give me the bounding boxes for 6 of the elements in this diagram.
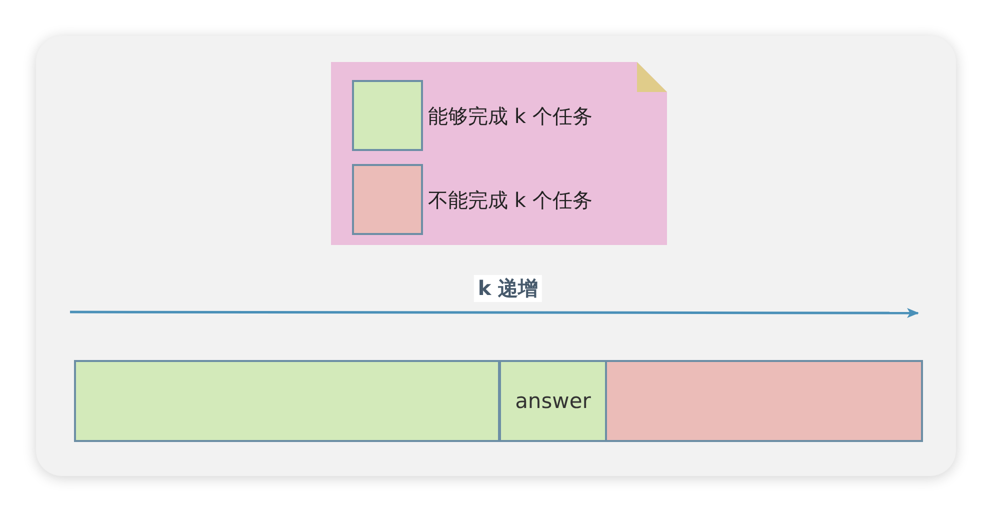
legend-text: 不能完成 k 个任务: [428, 187, 592, 214]
bar-segment: answer: [499, 360, 607, 442]
axis-label: k 递增: [474, 275, 542, 302]
bar-segment: [605, 360, 923, 442]
bar-segment: [74, 360, 500, 442]
legend-text: 能够完成 k 个任务: [428, 103, 592, 130]
